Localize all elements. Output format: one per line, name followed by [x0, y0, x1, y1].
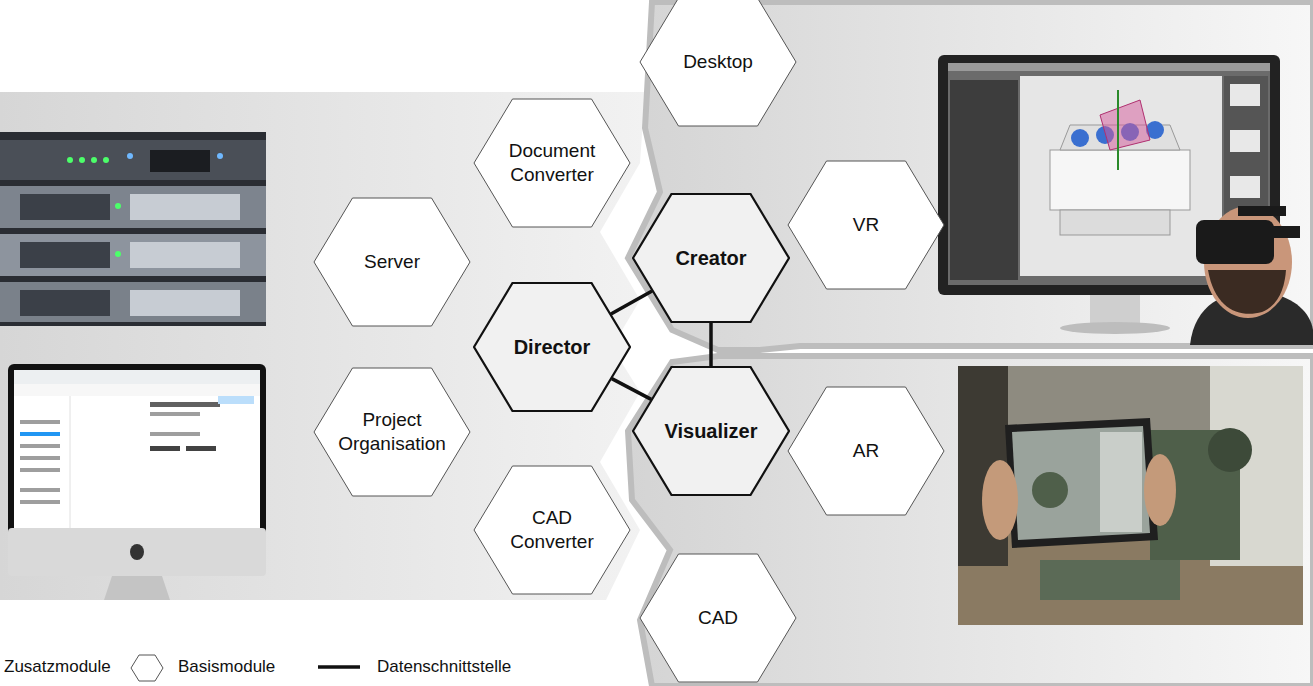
- module-label: CAD: [698, 606, 738, 630]
- hexagon-shape: [640, 0, 796, 126]
- add-on-module-hexagon: CAD: [639, 553, 797, 683]
- legend-line-sample: [318, 665, 360, 669]
- add-on-module-hexagon: Document Converter: [473, 98, 631, 228]
- hexagon-shape: [314, 198, 470, 326]
- legend-label: Zusatzmodule: [4, 656, 111, 678]
- legend-hexagon-sample: [131, 655, 163, 681]
- hexagon-shape: [314, 368, 470, 496]
- data-interface-line: [611, 291, 652, 314]
- base-module-hexagon: Creator: [632, 193, 790, 323]
- hexagon-shape: [474, 99, 630, 227]
- data-interface-line: [612, 379, 651, 400]
- module-label: Project Organisation: [334, 408, 451, 456]
- legend-label: Datenschnittstelle: [377, 656, 511, 678]
- module-label: AR: [853, 439, 879, 463]
- server-rack-photo: [0, 132, 266, 326]
- hexagon-shape: [640, 554, 796, 682]
- vr-user-photo: [1190, 206, 1313, 345]
- hexagon-shape: [474, 466, 630, 594]
- module-label: Desktop: [683, 50, 753, 74]
- module-label: Server: [364, 250, 420, 274]
- base-module-label: Creator: [675, 246, 746, 270]
- add-on-module-hexagon: CAD Converter: [473, 465, 631, 595]
- legend-label: Basismodule: [178, 656, 275, 678]
- add-on-module-hexagon: Project Organisation: [313, 367, 471, 497]
- hexagon-shape: [633, 194, 789, 322]
- add-on-module-hexagon: Server: [313, 197, 471, 327]
- module-label: VR: [853, 213, 879, 237]
- module-label: CAD Converter: [494, 506, 611, 554]
- add-on-module-hexagon: VR: [787, 160, 945, 290]
- hexagon-shape: [788, 161, 944, 289]
- hexagon-outline: [313, 367, 471, 497]
- base-module-hexagon: Visualizer: [632, 366, 790, 496]
- hexagon-shape: [474, 283, 630, 411]
- bottom-right-panel: [628, 356, 1313, 686]
- data-interface-line: [709, 323, 713, 366]
- hexagon-outline: [473, 98, 631, 228]
- left-panel: [0, 92, 645, 600]
- hexagon-outline: [473, 465, 631, 595]
- base-module-label: Visualizer: [664, 419, 757, 443]
- add-on-module-hexagon: AR: [787, 386, 945, 516]
- base-module-hexagon: Director: [473, 282, 631, 412]
- hexagon-shape: [788, 387, 944, 515]
- imac-photo: [8, 364, 266, 600]
- module-label: Document Converter: [494, 139, 611, 187]
- hexagon-shape: [633, 367, 789, 495]
- add-on-module-hexagon: Desktop: [639, 0, 797, 127]
- base-module-label: Director: [514, 335, 591, 359]
- ar-tablet-photo: [958, 366, 1303, 625]
- top-right-panel: [628, 2, 1313, 350]
